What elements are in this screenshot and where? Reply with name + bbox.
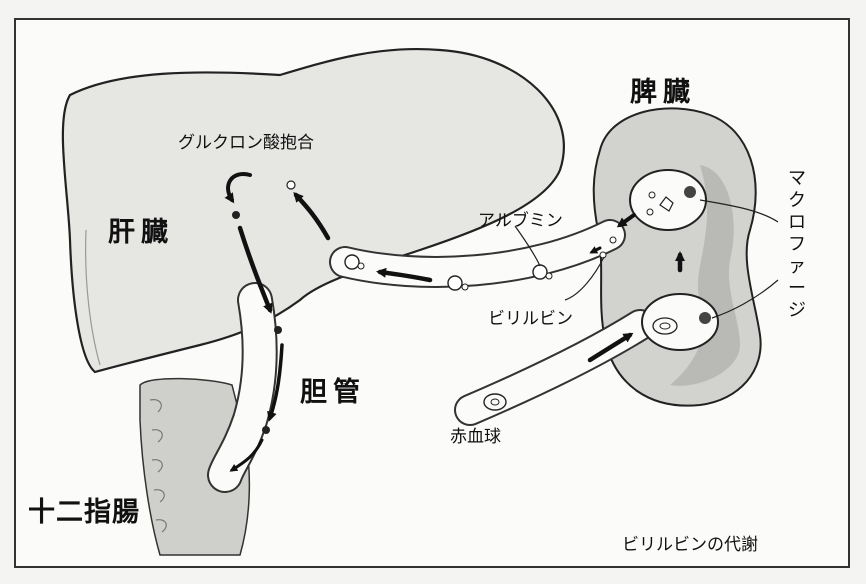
red-blood-cell-label: 赤血球	[450, 427, 501, 447]
macrophage-label: マクロファージ	[788, 168, 806, 321]
red-blood-cell	[483, 393, 507, 411]
bile-duct-label: 胆管	[300, 377, 366, 408]
spleen-shape	[592, 107, 762, 407]
bilirubin-label: ビリルビン	[488, 309, 573, 329]
albumin-label: アルブミン	[478, 211, 563, 231]
glucuronidation-label: グルクロン酸抱合	[178, 133, 314, 153]
duodenum-label: 十二指腸	[28, 497, 140, 528]
flow-arrows	[224, 172, 685, 472]
macrophage-lower	[641, 293, 719, 351]
leader-lines	[514, 199, 779, 319]
caption: ビリルビンの代謝	[622, 535, 758, 555]
duodenum-shape	[139, 377, 251, 556]
liver-label: 肝臓	[108, 217, 174, 248]
liver-shape	[61, 47, 565, 374]
spleen-label: 脾臓	[630, 77, 696, 108]
